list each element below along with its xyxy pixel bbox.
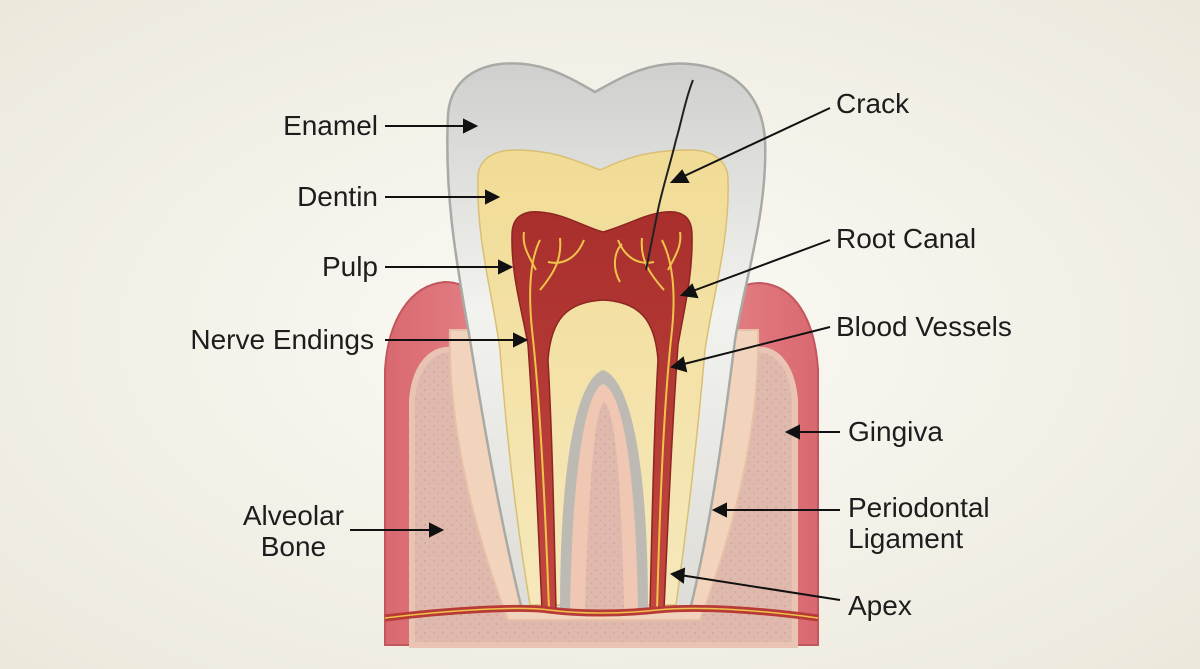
leader-lines (350, 107, 841, 601)
label-dentin: Dentin (297, 181, 378, 212)
label-nerve-endings: Nerve Endings (190, 324, 374, 355)
nerve-lines (522, 231, 682, 611)
label-blood-vessels: Blood Vessels (836, 311, 1012, 342)
label-bone: Bone (260, 531, 327, 562)
label-alveolar-bone: Alveolar Bone (243, 500, 344, 562)
crack-line (645, 79, 694, 271)
label-apex: Apex (848, 590, 912, 621)
furcation-bone (585, 402, 624, 610)
label-crack: Crack (836, 88, 910, 119)
label-ligament: Ligament (848, 523, 964, 554)
label-periodontal-ligament: Periodontal Ligament (848, 492, 990, 554)
pulp-shape (511, 210, 693, 611)
label-periodontal: Periodontal (848, 492, 990, 523)
label-enamel: Enamel (283, 110, 378, 141)
base-vessels (384, 604, 819, 622)
label-alveolar: Alveolar (242, 500, 344, 531)
label-pulp: Pulp (321, 251, 378, 282)
label-gingiva: Gingiva (848, 416, 943, 447)
label-root-canal: Root Canal (836, 223, 977, 254)
